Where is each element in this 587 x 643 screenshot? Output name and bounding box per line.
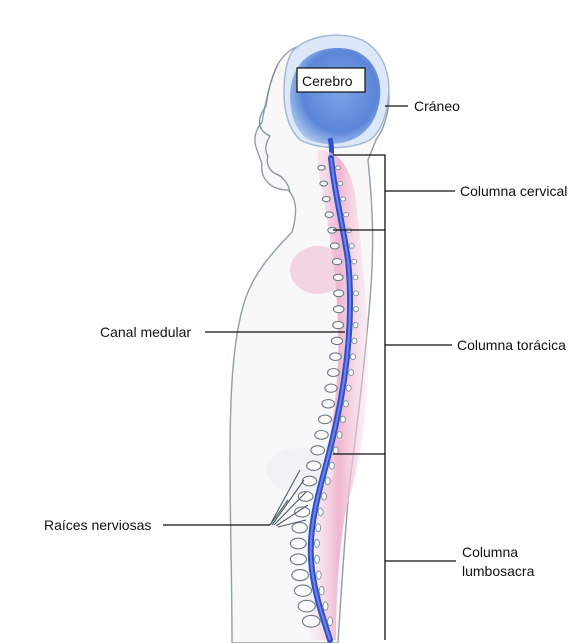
vertebra	[330, 353, 342, 361]
vertebra	[302, 615, 320, 627]
vertebra-process	[323, 602, 328, 611]
vertebra-process	[325, 477, 330, 484]
lumbosacral-label-line2: lumbosacra	[462, 563, 535, 579]
vertebra	[307, 461, 321, 470]
vertebra	[302, 476, 316, 486]
roots-label: Raíces nerviosas	[44, 517, 151, 533]
vertebra	[331, 337, 342, 344]
lumbosacral-label-line1: Columna	[462, 544, 518, 560]
vertebra-process	[340, 416, 345, 422]
vertebra	[320, 181, 328, 186]
vertebra	[334, 290, 344, 297]
vertebra-process	[319, 587, 324, 595]
vertebra	[294, 585, 311, 596]
vertebra	[325, 384, 337, 392]
thoracic-label: Columna torácica	[457, 337, 566, 353]
vertebra-process	[318, 508, 323, 516]
vertebra	[333, 274, 343, 280]
vertebra-process	[341, 197, 346, 201]
vertebra-process	[352, 259, 357, 264]
vertebra	[311, 446, 325, 455]
vertebra	[322, 197, 330, 202]
vertebra	[319, 415, 332, 424]
vertebra-process	[344, 213, 349, 217]
vertebra	[332, 259, 341, 265]
vertebra	[315, 431, 328, 440]
vertebra-process	[333, 447, 338, 454]
vertebra-process	[315, 555, 320, 563]
vertebra-process	[346, 385, 351, 391]
brain-label: Cerebro	[302, 73, 353, 89]
vertebra	[325, 212, 333, 218]
vertebra	[322, 400, 335, 408]
vertebra	[318, 165, 325, 170]
vertebra-process	[353, 322, 358, 327]
vertebra-process	[352, 338, 357, 344]
vertebra-process	[316, 571, 321, 579]
vertebra-process	[349, 370, 354, 376]
pink-blob	[290, 246, 346, 294]
vertebra	[330, 243, 339, 249]
vertebra-process	[351, 354, 356, 360]
vertebra-process	[337, 432, 342, 439]
vertebra	[333, 322, 344, 329]
vertebra	[292, 570, 309, 581]
vertebra-process	[354, 307, 359, 312]
vertebra	[292, 523, 307, 533]
vertebra-process	[321, 493, 326, 500]
skull-label: Cráneo	[414, 98, 460, 114]
vertebra-process	[344, 401, 349, 407]
vertebra-process	[328, 617, 333, 626]
cervical-label: Columna cervical	[460, 183, 567, 199]
vertebra-process	[354, 291, 359, 296]
vertebra-process	[329, 462, 334, 469]
vertebra-process	[314, 540, 319, 548]
vertebra	[290, 538, 306, 549]
vertebra-process	[336, 166, 341, 170]
vertebra-process	[338, 182, 343, 186]
vertebra	[298, 600, 315, 612]
vertebra	[328, 369, 340, 377]
vertebra-process	[353, 275, 358, 280]
vertebra-process	[316, 524, 321, 532]
vertebra	[334, 306, 344, 313]
vertebra	[290, 554, 306, 565]
vertebra-process	[349, 244, 354, 249]
canal-label: Canal medular	[100, 324, 191, 340]
